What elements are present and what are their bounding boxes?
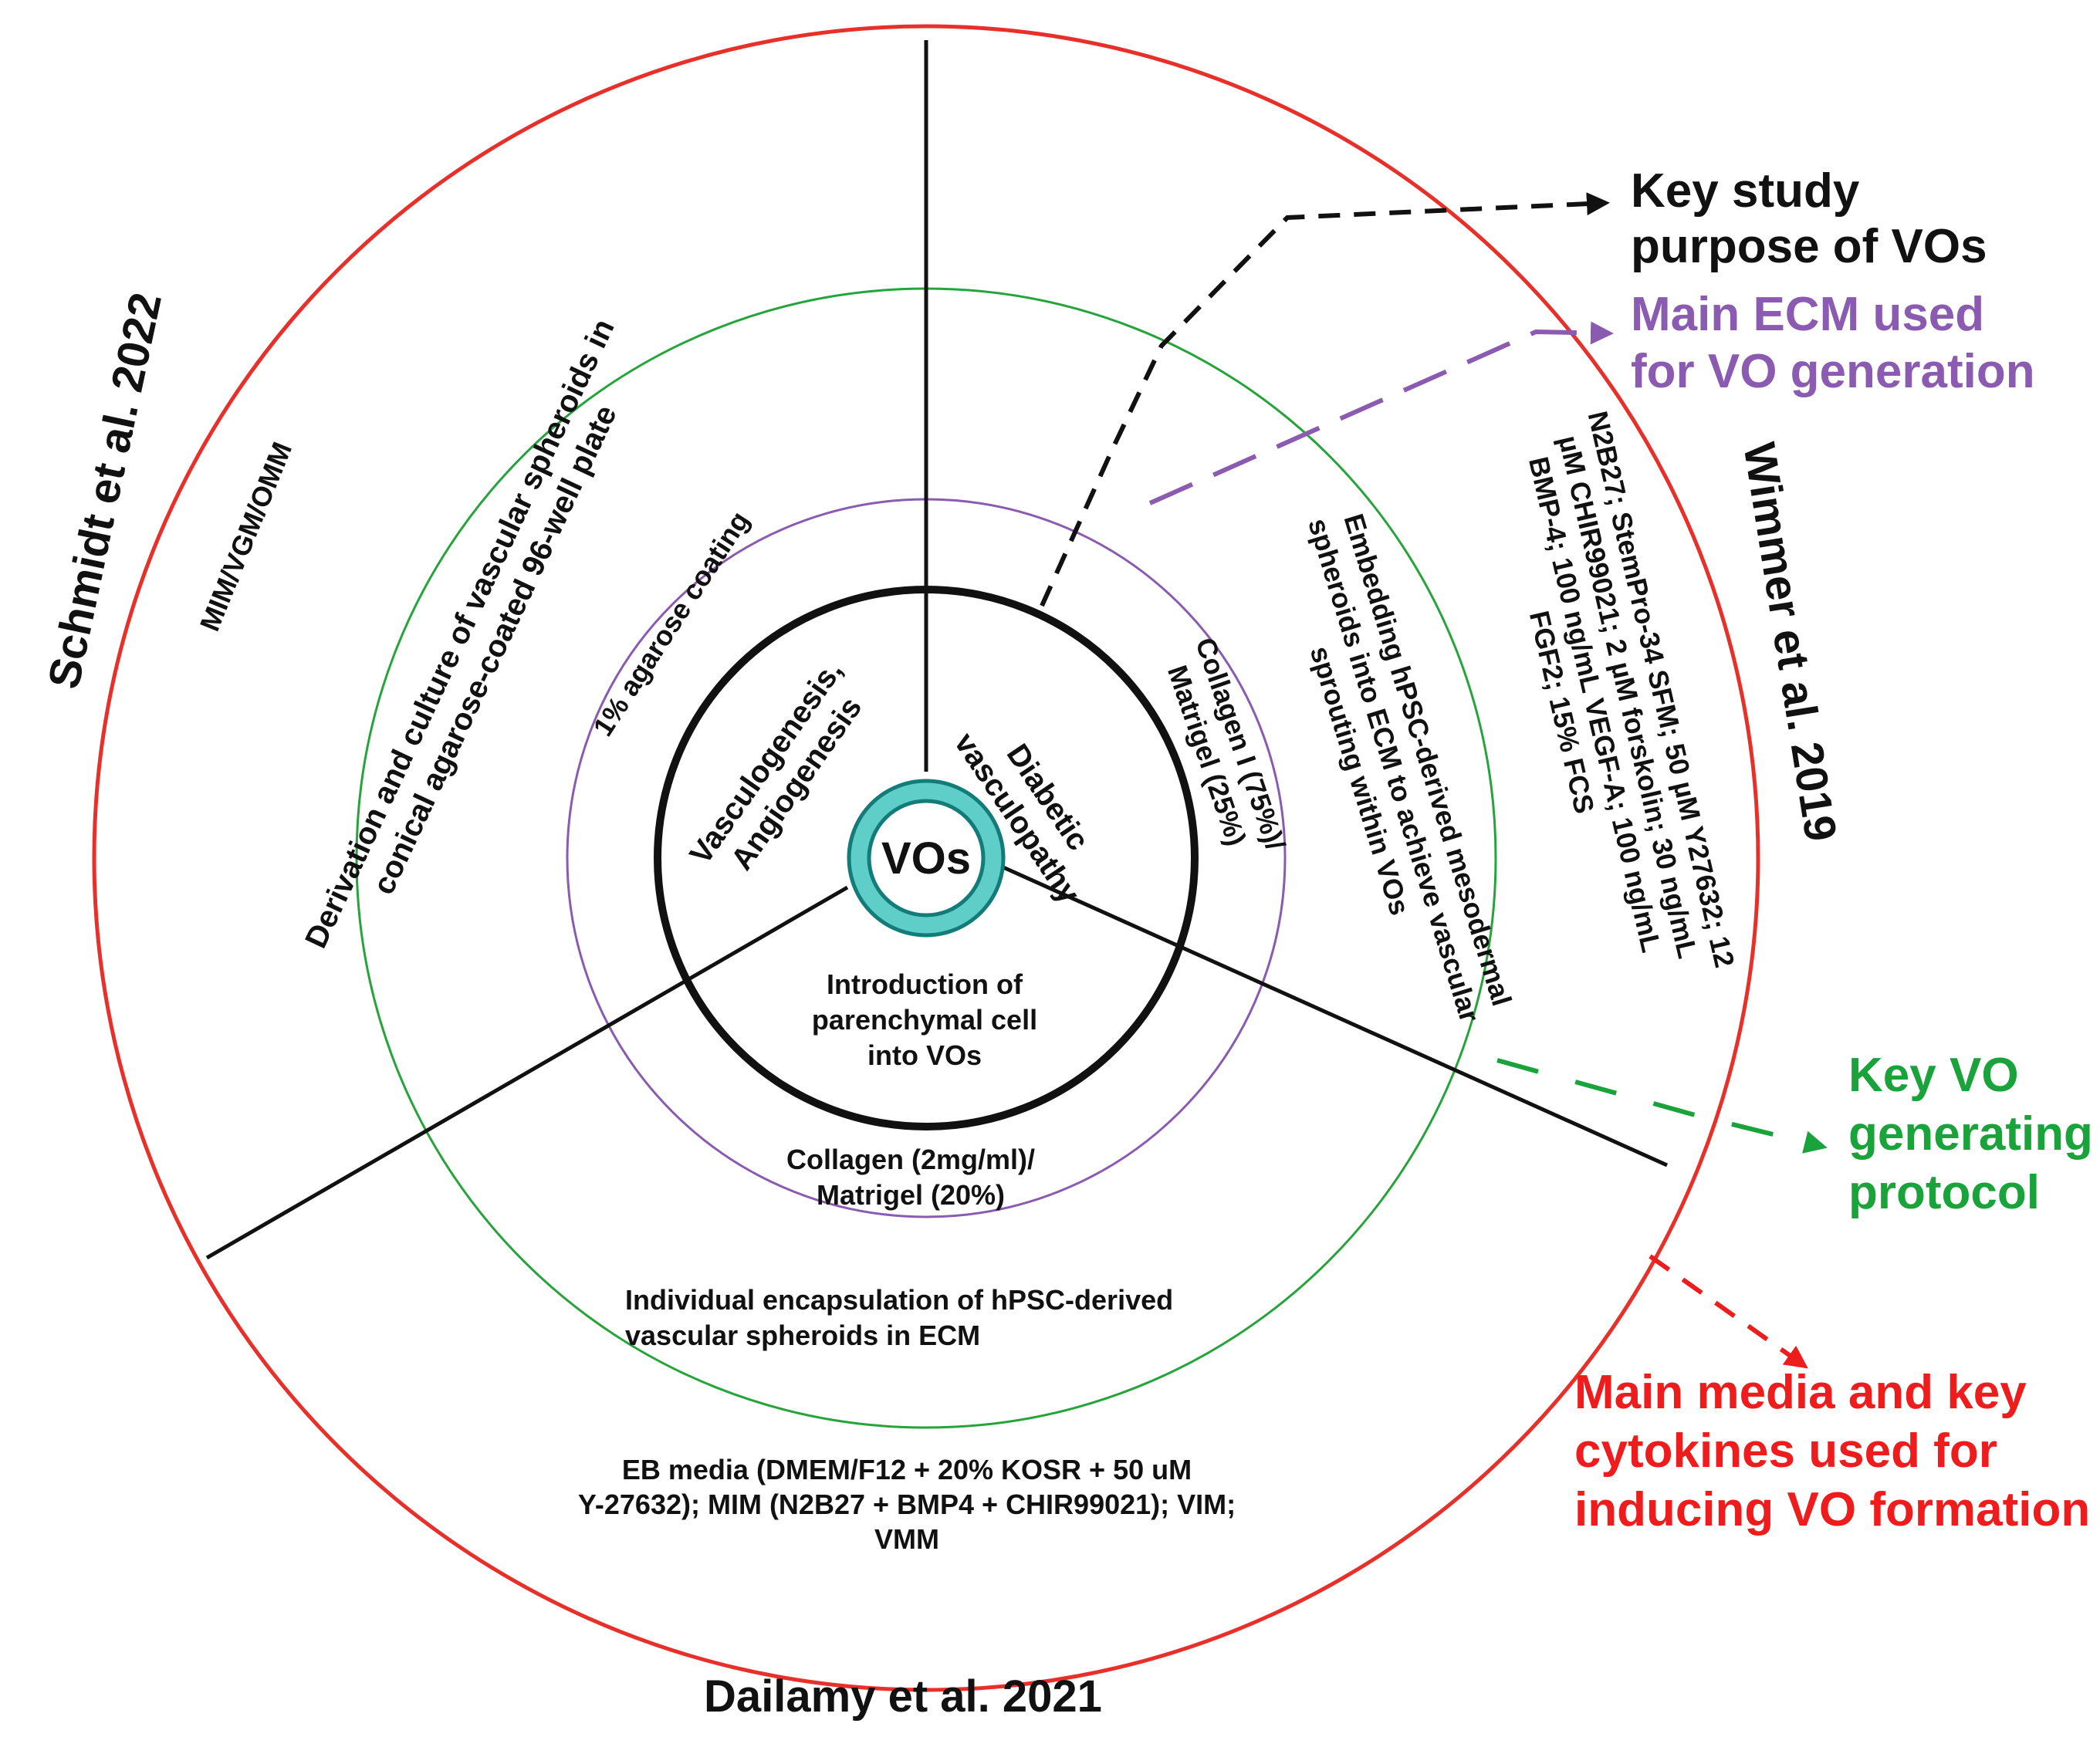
dailamy-protocol: Individual encapsulation of hPSC-derived… <box>625 1284 1173 1351</box>
dailamy-media-line-1: EB media (DMEM/F12 + 20% KOSR + 50 uM <box>622 1454 1192 1485</box>
dailamy-purpose-line-2: parenchymal cell <box>812 1004 1037 1036</box>
legend-ecm-line-1: Main ECM used <box>1631 288 1984 341</box>
arrow-protocol <box>1496 1058 1828 1154</box>
dailamy-ecm: Collagen (2mg/ml)/ Matrigel (20%) <box>786 1144 1035 1211</box>
schmidt-ecm: 1% agarose coating <box>587 505 756 742</box>
dailamy-ecm-line-1: Collagen (2mg/ml)/ <box>786 1144 1035 1175</box>
divider-right <box>1002 865 1669 1168</box>
center-label: VOs <box>881 833 971 884</box>
arrow-ecm <box>1148 321 1614 505</box>
dailamy-media-line-3: VMM <box>874 1523 939 1555</box>
legend-protocol: Key VO generating protocol <box>1848 1049 2093 1219</box>
dailamy-media-line-2: Y-27632); MIM (N2B27 + BMP4 + CHIR99021)… <box>578 1489 1236 1520</box>
author-wimmer: Wimmer et al. 2019 <box>1733 439 1846 844</box>
schmidt-media: MIM/VGM/OMM <box>194 438 298 635</box>
wimmer-protocol: Embedding hPSC-derived mesodermal sphero… <box>1302 510 1518 1026</box>
legend-media: Main media and key cytokines used for in… <box>1574 1366 2090 1536</box>
wimmer-ecm: Collagen I (75%)/ Matrigel (25%) <box>1162 634 1292 854</box>
arrow-purpose <box>1040 192 1610 607</box>
schmidt-protocol-line-2: conical agarose-coated 96-well plate <box>367 400 624 900</box>
legend-media-line-1: Main media and key <box>1574 1366 2027 1419</box>
divider-left <box>205 885 849 1260</box>
legend-media-line-2: cytokines used for <box>1574 1424 1997 1478</box>
schmidt-protocol-line-1: Derivation and culture of vascular spher… <box>299 314 621 953</box>
wimmer-protocol-line-2: spheroids into ECM to achieve vascular <box>1302 515 1486 1026</box>
legend-ecm-line-2: for VO generation <box>1631 345 2035 398</box>
legend-protocol-line-2: generating <box>1848 1107 2093 1161</box>
wimmer-media: N2B27; StemPro-34 SFM; 50 µM Y27632; 12 … <box>1523 408 1741 971</box>
legend-ecm: Main ECM used for VO generation <box>1631 288 2035 398</box>
legend-purpose-line-2: purpose of VOs <box>1631 220 1987 273</box>
author-schmidt: Schmidt et al. 2022 <box>39 289 171 693</box>
legend-protocol-line-3: protocol <box>1848 1166 2040 1219</box>
dailamy-media: EB media (DMEM/F12 + 20% KOSR + 50 uM Y-… <box>578 1454 1236 1555</box>
dailamy-purpose: Introduction of parenchymal cell into VO… <box>812 968 1037 1071</box>
center-core <box>867 799 986 918</box>
outer-ring-media <box>92 24 1760 1692</box>
arrow-media <box>1649 1254 1808 1369</box>
legend-purpose-line-1: Key study <box>1631 164 1860 218</box>
legend-purpose: Key study purpose of VOs <box>1631 164 1987 273</box>
author-dailamy: Dailamy et al. 2021 <box>704 1671 1102 1722</box>
schmidt-protocol: Derivation and culture of vascular spher… <box>299 314 624 953</box>
dailamy-purpose-line-1: Introduction of <box>827 968 1023 1000</box>
dailamy-purpose-line-3: into VOs <box>867 1039 982 1071</box>
legend-protocol-line-1: Key VO <box>1848 1049 2019 1102</box>
dailamy-protocol-line-2: vascular spheroids in ECM <box>625 1320 980 1351</box>
legend-media-line-3: inducing VO formation <box>1574 1483 2090 1536</box>
dailamy-protocol-line-1: Individual encapsulation of hPSC-derived <box>625 1284 1173 1316</box>
dailamy-ecm-line-2: Matrigel (20%) <box>817 1179 1005 1211</box>
